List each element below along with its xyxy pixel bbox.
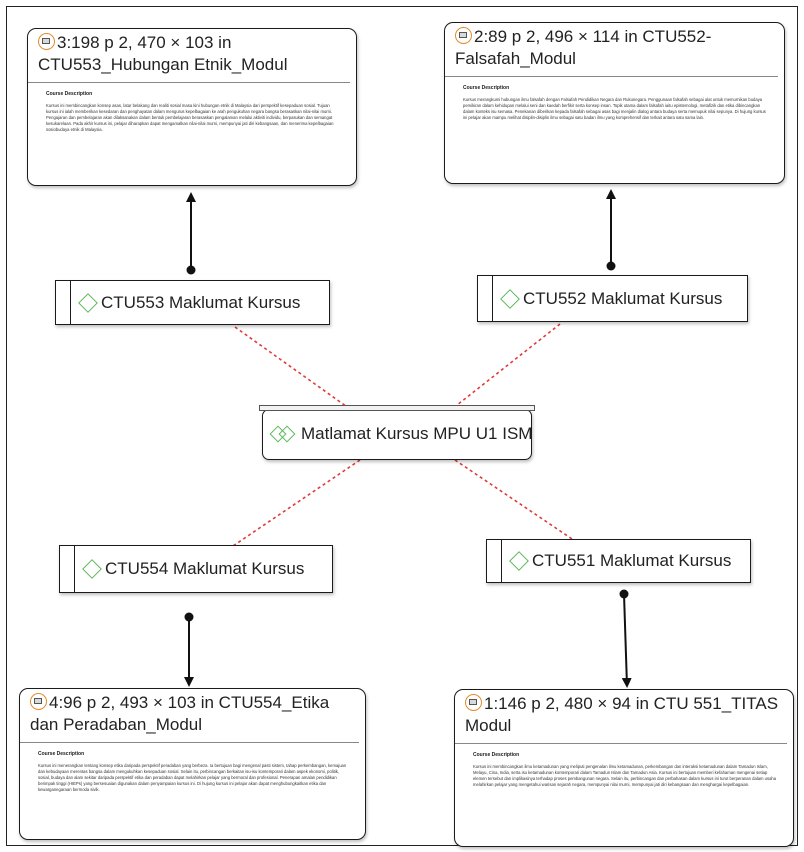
quote-card-2[interactable]: 2:89 p 2, 496 × 114 in CTU552-Falsafah_M…: [444, 22, 785, 184]
code-node-stripe: [478, 276, 493, 321]
network-label: Matlamat Kursus MPU U1 ISM: [301, 424, 533, 443]
quote-excerpt: Course Description Kursus merangkumi hub…: [445, 77, 784, 125]
code-node-ctu552[interactable]: CTU552 Maklumat Kursus: [477, 275, 748, 322]
code-node-ctu553[interactable]: CTU553 Maklumat Kursus: [55, 280, 330, 325]
code-node-stripe: [60, 546, 75, 592]
canvas-frame: [6, 6, 798, 846]
quote-card-1[interactable]: 1:146 p 2, 480 × 94 in CTU 551_TITAS Mod…: [454, 689, 794, 847]
network-node[interactable]: Matlamat Kursus MPU U1 ISM: [259, 405, 535, 460]
excerpt-text: Kursus ini membincangkan konsep asas, la…: [46, 103, 334, 132]
code-node-ctu554[interactable]: CTU554 Maklumat Kursus: [59, 545, 333, 593]
quote-header: 2:89 p 2, 496 × 114 in CTU552-Falsafah_M…: [445, 23, 778, 77]
code-diamond-icon: [500, 288, 520, 309]
code-node-ctu551[interactable]: CTU551 Maklumat Kursus: [486, 539, 751, 583]
code-node-stripe: [487, 540, 502, 582]
code-diamond-icon: [82, 559, 102, 579]
excerpt-title: Course Description: [46, 91, 93, 97]
quote-header: 3:198 p 2, 470 × 103 in CTU553_Hubungan …: [28, 29, 350, 83]
quote-excerpt: Course Description Kursus ini menerangka…: [20, 743, 365, 797]
quote-icon: [465, 694, 482, 711]
excerpt-title: Course Description: [463, 85, 510, 91]
code-diamond-icon: [509, 551, 529, 571]
network-diamonds-icon: [269, 425, 297, 443]
excerpt-text: Kursus ini membincangkan ilmu ketamaduna…: [473, 764, 777, 787]
excerpt-text: Kursus merangkumi hubungan ilmu falsafah…: [463, 97, 766, 120]
excerpt-title: Course Description: [473, 752, 520, 758]
quote-header: 1:146 p 2, 480 × 94 in CTU 551_TITAS Mod…: [455, 690, 787, 744]
quote-excerpt: Course Description Kursus ini membincang…: [28, 83, 356, 137]
code-diamond-icon: [78, 292, 98, 313]
quote-card-3[interactable]: 3:198 p 2, 470 × 103 in CTU553_Hubungan …: [27, 28, 357, 186]
quote-excerpt: Course Description Kursus ini membincang…: [455, 744, 793, 792]
excerpt-text: Kursus ini menerangkan tentang konsep et…: [38, 763, 347, 792]
quote-icon: [30, 693, 47, 710]
quote-card-4[interactable]: 4:96 p 2, 493 × 103 in CTU554_Etika dan …: [19, 688, 366, 840]
excerpt-title: Course Description: [38, 751, 85, 757]
quote-icon: [455, 27, 472, 44]
quote-icon: [38, 33, 55, 50]
quote-header: 4:96 p 2, 493 × 103 in CTU554_Etika dan …: [20, 689, 359, 743]
code-node-stripe: [56, 281, 71, 324]
network-node-header-bar: [259, 405, 535, 411]
